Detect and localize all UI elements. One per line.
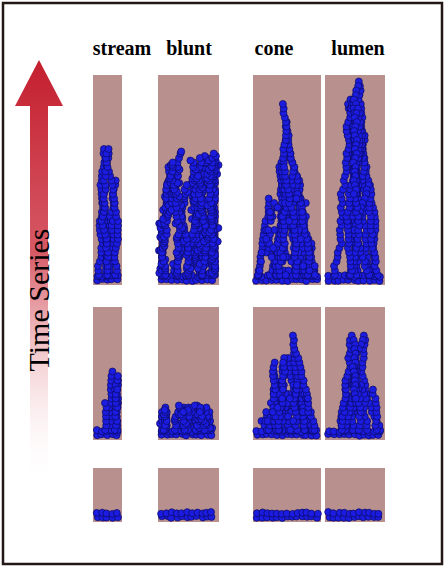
simulation-panel bbox=[253, 307, 321, 440]
particle bbox=[210, 150, 217, 157]
particle bbox=[180, 409, 187, 416]
panels bbox=[93, 75, 385, 522]
particle bbox=[282, 272, 289, 279]
simulation-panel bbox=[157, 307, 219, 440]
particle bbox=[279, 101, 286, 108]
particle bbox=[350, 191, 357, 198]
particle bbox=[268, 254, 275, 261]
panel-background bbox=[93, 75, 122, 285]
panel-background bbox=[325, 75, 385, 285]
particle bbox=[297, 236, 304, 243]
particle bbox=[280, 254, 287, 261]
particle bbox=[101, 400, 108, 407]
simulation-panel bbox=[93, 307, 122, 440]
particle bbox=[161, 407, 168, 414]
particle bbox=[300, 263, 307, 270]
simulation-panel bbox=[325, 75, 385, 285]
particle bbox=[306, 267, 313, 274]
particle bbox=[178, 148, 185, 155]
particle bbox=[265, 227, 272, 234]
particle bbox=[350, 191, 357, 198]
panel-background bbox=[253, 307, 321, 440]
particle bbox=[196, 409, 203, 416]
time-arrow bbox=[15, 60, 63, 488]
frame bbox=[3, 3, 442, 564]
particle bbox=[274, 204, 281, 211]
panel-background bbox=[158, 307, 219, 440]
particle bbox=[350, 191, 357, 198]
particle bbox=[196, 409, 203, 416]
particle bbox=[278, 395, 285, 402]
particle bbox=[114, 373, 121, 380]
particle bbox=[114, 386, 121, 393]
particle bbox=[306, 267, 313, 274]
simulation-panel bbox=[93, 75, 122, 285]
panel-background bbox=[158, 75, 219, 285]
particle bbox=[281, 164, 288, 171]
panel-background bbox=[253, 75, 321, 285]
particle bbox=[175, 402, 182, 409]
particle bbox=[114, 386, 121, 393]
particle bbox=[350, 191, 357, 198]
particle bbox=[299, 209, 306, 216]
particle bbox=[256, 267, 263, 274]
panel-background bbox=[93, 307, 122, 440]
particle bbox=[298, 209, 305, 216]
particle bbox=[293, 195, 300, 202]
particle bbox=[263, 236, 270, 243]
particle bbox=[105, 146, 112, 153]
simulation-panel bbox=[155, 75, 222, 285]
particle bbox=[270, 245, 277, 252]
particle bbox=[180, 409, 187, 416]
particle bbox=[258, 258, 265, 265]
particle bbox=[267, 209, 274, 216]
particle bbox=[196, 155, 203, 162]
particle bbox=[187, 157, 194, 164]
particle bbox=[258, 249, 265, 256]
simulation-panel bbox=[253, 75, 321, 285]
particle bbox=[258, 249, 265, 256]
particle bbox=[169, 159, 176, 166]
particle bbox=[195, 173, 202, 180]
particle bbox=[183, 182, 190, 189]
particle bbox=[265, 195, 272, 202]
